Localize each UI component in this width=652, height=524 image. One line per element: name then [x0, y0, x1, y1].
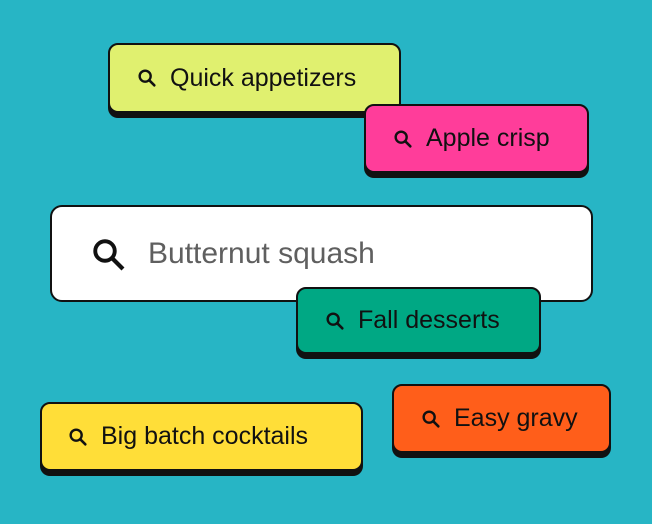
chip-big-batch-cocktails[interactable]: Big batch cocktails — [40, 402, 363, 471]
chip-fall-desserts[interactable]: Fall desserts — [296, 287, 541, 354]
chip-label: Fall desserts — [358, 306, 500, 334]
chip-label: Quick appetizers — [170, 63, 357, 92]
search-icon — [67, 426, 89, 448]
search-icon — [90, 236, 126, 272]
chip-apple-crisp[interactable]: Apple crisp — [364, 104, 589, 173]
chip-label: Easy gravy — [454, 404, 578, 432]
search-icon — [136, 67, 158, 89]
chip-quick-appetizers[interactable]: Quick appetizers — [108, 43, 401, 113]
search-box[interactable] — [50, 205, 593, 302]
chip-label: Apple crisp — [426, 124, 550, 152]
chip-easy-gravy[interactable]: Easy gravy — [392, 384, 611, 453]
search-input[interactable] — [148, 236, 548, 271]
search-icon — [420, 408, 442, 430]
search-icon — [324, 310, 346, 332]
search-icon — [392, 128, 414, 150]
chip-label: Big batch cocktails — [101, 422, 309, 450]
